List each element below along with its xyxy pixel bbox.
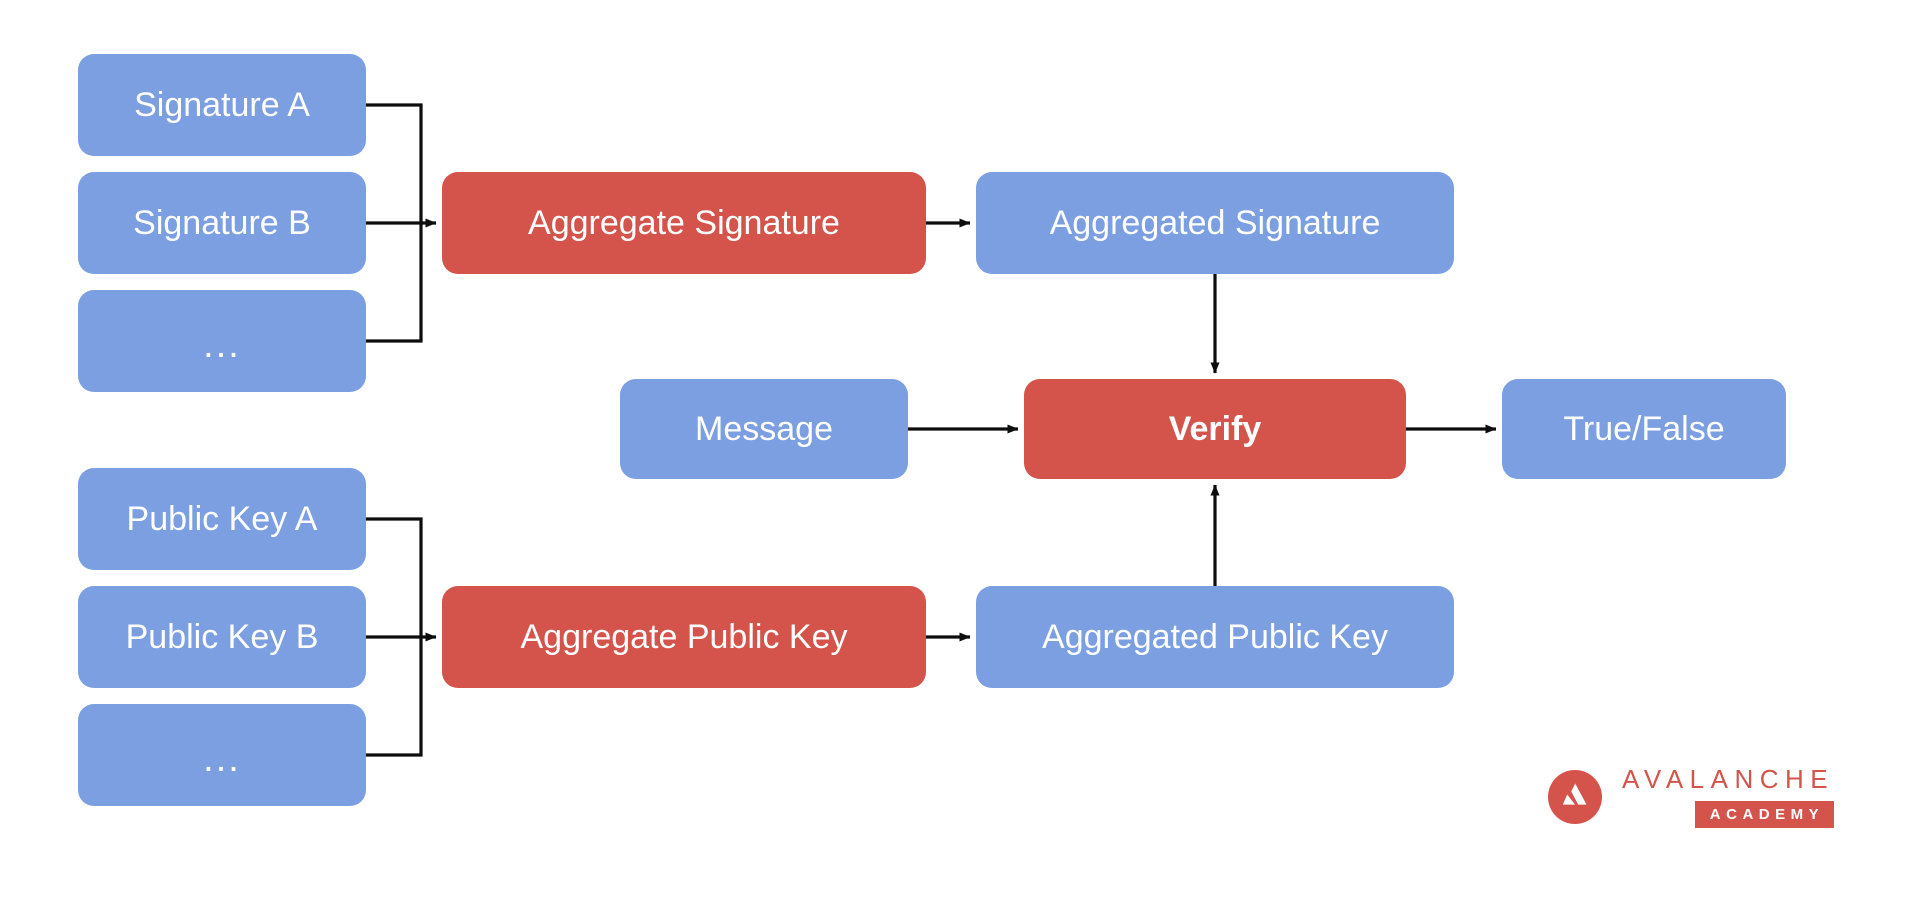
- node-label: Message: [695, 410, 833, 448]
- avalanche-academy-logo: AVALANCHE ACADEMY: [1548, 766, 1878, 866]
- node-public-key-more[interactable]: ...: [78, 704, 366, 806]
- node-aggregated-public-key[interactable]: Aggregated Public Key: [976, 586, 1454, 688]
- node-label: Verify: [1169, 410, 1262, 448]
- node-label: ...: [203, 324, 241, 366]
- node-signature-a[interactable]: Signature A: [78, 54, 366, 156]
- node-true-false[interactable]: True/False: [1502, 379, 1786, 479]
- node-label: Public Key A: [127, 500, 318, 538]
- logo-wordmark: AVALANCHE: [1622, 764, 1835, 794]
- node-label: Aggregate Public Key: [521, 618, 848, 656]
- node-verify[interactable]: Verify: [1024, 379, 1406, 479]
- node-label: ...: [203, 738, 241, 780]
- node-message[interactable]: Message: [620, 379, 908, 479]
- node-aggregate-public-key[interactable]: Aggregate Public Key: [442, 586, 926, 688]
- node-aggregate-signature[interactable]: Aggregate Signature: [442, 172, 926, 274]
- node-label: Aggregated Signature: [1050, 204, 1381, 242]
- node-label: Aggregate Signature: [528, 204, 840, 242]
- node-label: Signature B: [133, 204, 311, 242]
- node-label: Public Key B: [126, 618, 319, 656]
- avalanche-triangle-icon: [1548, 770, 1602, 824]
- node-public-key-a[interactable]: Public Key A: [78, 468, 366, 570]
- node-signature-more[interactable]: ...: [78, 290, 366, 392]
- node-label: True/False: [1563, 410, 1724, 448]
- node-label: Signature A: [134, 86, 310, 124]
- node-public-key-b[interactable]: Public Key B: [78, 586, 366, 688]
- node-signature-b[interactable]: Signature B: [78, 172, 366, 274]
- logo-badge: ACADEMY: [1694, 801, 1835, 828]
- node-aggregated-signature[interactable]: Aggregated Signature: [976, 172, 1454, 274]
- node-label: Aggregated Public Key: [1042, 618, 1388, 656]
